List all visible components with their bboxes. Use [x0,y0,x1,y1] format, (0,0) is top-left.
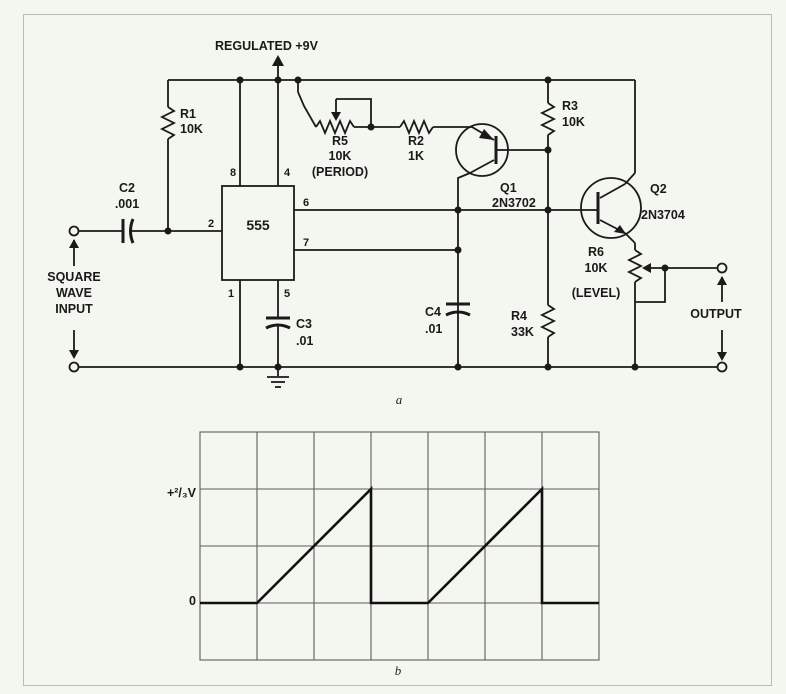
r1-name: R1 [180,107,196,121]
scope-graph: +²/₃V 0 b [167,431,600,678]
r4-name: R4 [511,309,527,323]
capacitor-c4 [445,302,471,317]
output-terminal-icon [716,262,728,373]
c3-name: C3 [296,317,312,331]
q2-part: 2N3704 [641,208,685,222]
r6-name: R6 [588,245,604,259]
caption-b: b [395,663,402,678]
ic-555-label: 555 [246,217,270,233]
figure-border [23,14,772,686]
input-terminal-icon [68,225,80,373]
transistor-q1 [455,123,548,367]
capacitor-c2 [79,218,222,244]
ic-pin-2: 2 [208,218,214,230]
junction-dots [164,76,669,371]
ic-555-body [221,185,295,281]
output-label: OUTPUT [690,307,742,321]
ic-pin-5: 5 [284,288,290,300]
ic-pin-7: 7 [303,237,309,249]
input-label-line1: SQUARE [47,270,100,284]
resistor-r2 [399,118,472,136]
r4-value: 33K [511,325,534,339]
c4-name: C4 [425,305,441,319]
c2-name: C2 [119,181,135,195]
q2-name: Q2 [650,182,667,196]
transistor-q2 [580,80,642,250]
resistor-r1 [159,80,177,231]
r2-value: 1K [408,149,424,163]
ic-pin-6: 6 [303,197,309,209]
schematic: REGULATED +9V R1 10K SQUARE WAVE INPUT [47,39,742,407]
resistor-r4 [539,304,557,367]
potentiometer-r6 [626,249,722,367]
r1-value: 10K [180,122,203,136]
ic-pin-4: 4 [284,167,291,179]
ic-pin-1: 1 [228,288,234,300]
r5-name: R5 [332,134,348,148]
capacitor-c3 [265,280,291,367]
r6-note: (LEVEL) [572,286,621,300]
c3-value: .01 [296,334,313,348]
q1-part: 2N3702 [492,196,536,210]
r3-name: R3 [562,99,578,113]
c4-value: .01 [425,322,442,336]
ic-pin-8: 8 [230,167,236,179]
caption-a: a [396,392,403,407]
supply-arrow-icon [272,55,284,80]
scope-grid [199,431,600,661]
resistor-r3 [539,80,557,305]
r3-value: 10K [562,115,585,129]
scope-label-top: +²/₃V [167,486,197,500]
r6-value: 10K [585,261,608,275]
scope-waveform-trace [200,485,599,605]
input-label-line2: WAVE [56,286,92,300]
r5-value: 10K [329,149,352,163]
c2-value: .001 [115,197,139,211]
scope-label-zero: 0 [189,594,196,608]
r5-note: (PERIOD) [312,165,368,179]
r2-name: R2 [408,134,424,148]
q1-name: Q1 [500,181,517,195]
input-label-line3: INPUT [55,302,93,316]
potentiometer-r5 [297,80,400,136]
supply-label: REGULATED +9V [215,39,319,53]
